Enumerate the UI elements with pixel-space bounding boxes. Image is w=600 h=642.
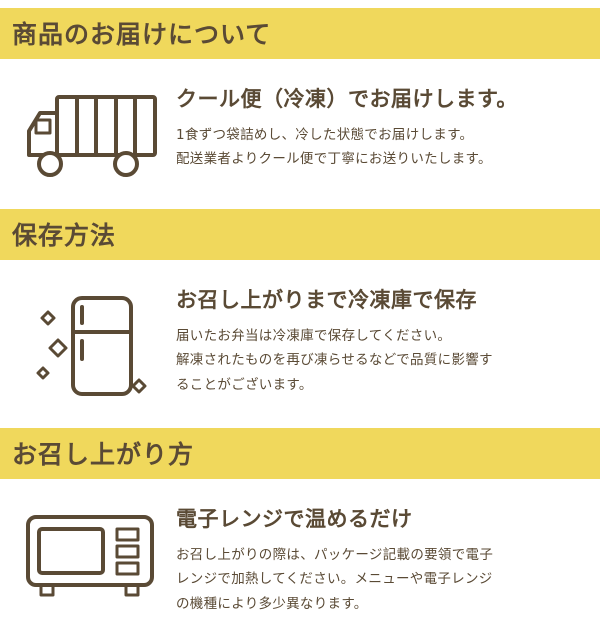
section-howtoeat-text: 電子レンジで温めるだけ お召し上がりの際は、パッケージ記載の要領で電子 レンジで…: [176, 503, 582, 616]
section-delivery-header: 商品のお届けについて: [0, 8, 600, 59]
body-line: レンジで加熱してください。メニューや電子レンジ: [176, 571, 493, 588]
section-delivery: 商品のお届けについて クール便（冷凍）でお届けします。 1食ずつ袋詰めし、冷した…: [0, 8, 600, 209]
section-howtoeat: お召し上がり方 電子レンジで温めるだけ お召し上がりの際は、パッケージ記載の要領…: [0, 428, 600, 642]
section-howtoeat-content: 電子レンジで温めるだけ お召し上がりの際は、パッケージ記載の要領で電子 レンジで…: [0, 479, 600, 642]
section-howtoeat-heading: 電子レンジで温めるだけ: [176, 507, 413, 531]
section-storage-content: お召し上がりまで冷凍庫で保存 届いたお弁当は冷凍庫で保存してください。 解凍され…: [0, 260, 600, 428]
section-delivery-content: クール便（冷凍）でお届けします。 1食ずつ袋詰めし、冷した状態でお届けします。 …: [0, 59, 600, 209]
section-storage-text: お召し上がりまで冷凍庫で保存 届いたお弁当は冷凍庫で保存してください。 解凍され…: [176, 284, 582, 397]
body-line: 届いたお弁当は冷凍庫で保存してください。: [176, 328, 452, 344]
body-line: お召し上がりの際は、パッケージ記載の要領で電子: [176, 547, 494, 563]
section-storage-heading: お召し上がりまで冷凍庫で保存: [176, 288, 477, 312]
truck-icon: [4, 83, 176, 183]
body-line: 1食ずつ袋詰めし、冷した状態でお届けします。: [176, 127, 474, 143]
section-howtoeat-header: お召し上がり方: [0, 428, 600, 479]
section-storage-header: 保存方法: [0, 209, 600, 260]
section-delivery-heading: クール便（冷凍）でお届けします。: [176, 87, 518, 111]
section-storage: 保存方法 お召し上がりまで冷凍庫で保存 届いたお弁当は冷凍庫で保存してください。…: [0, 209, 600, 428]
body-line: の機種により多少異なります。: [176, 595, 368, 612]
body-line: 配送業者よりクール便で丁寧にお送りいたします。: [176, 151, 492, 168]
section-delivery-text: クール便（冷凍）でお届けします。 1食ずつ袋詰めし、冷した状態でお届けします。 …: [176, 83, 582, 172]
microwave-icon: [4, 503, 176, 603]
fridge-icon: [4, 284, 176, 402]
body-line: ることがございます。: [176, 376, 313, 393]
body-line: 解凍されたものを再び凍らせるなどで品質に影響す: [176, 352, 493, 369]
